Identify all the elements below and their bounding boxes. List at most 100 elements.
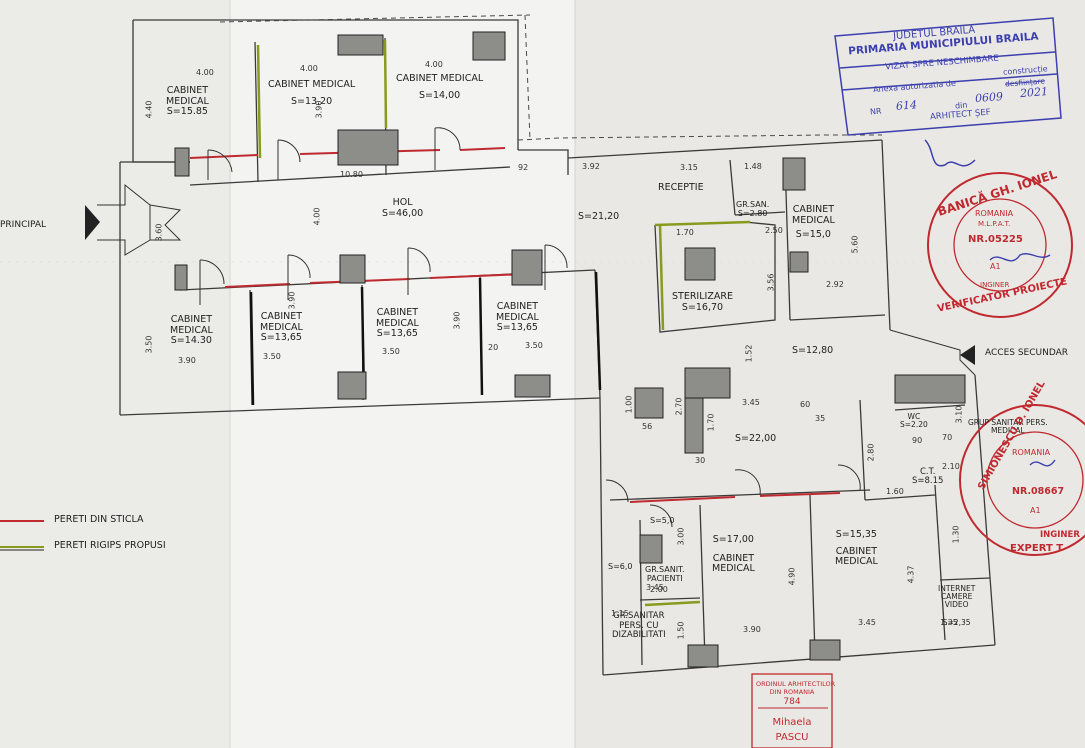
room-area: S=21,20 [578, 211, 620, 222]
room-receptie: RECEPTIE [658, 182, 704, 194]
room-name: GR.SANIT. PACIENTI [645, 565, 685, 583]
wall-right-lower [974, 374, 996, 646]
stamp-primarie-nr-label: NR [869, 106, 882, 117]
room-ct: C.T.S=8.15 [912, 468, 943, 486]
dimension-label: 3.50 [382, 347, 400, 356]
entrance-arrow [85, 205, 100, 240]
room-s1280: S=12,80 [792, 345, 834, 357]
room-name: GR.SAN. [736, 200, 770, 209]
room-receptie-area: S=21,20 [578, 211, 620, 223]
wall-bottom-right [602, 644, 996, 676]
dimension-label: 1.50 [676, 621, 686, 640]
entrance-steps [97, 183, 151, 256]
dimension-label: 3.45 [742, 398, 760, 407]
dimension-label: 3.90 [287, 291, 297, 310]
dimension-label: 2.50 [765, 226, 783, 235]
dimension-label: 1.70 [706, 413, 716, 432]
expert-stamp [959, 404, 1085, 556]
room-area: S=13,20 [290, 95, 333, 107]
stamp-arhitect-line2: DIN ROMANIA [769, 688, 815, 696]
room-gr-sanit-pacienti: GR.SANIT. PACIENTI [645, 565, 685, 583]
room-name: RECEPTIE [658, 182, 704, 193]
dimension-label: 3.10 [954, 405, 964, 424]
room-area: S=8.15 [912, 476, 944, 486]
dimension-label: 2.10 [942, 462, 960, 471]
room-area: S=2.80 [737, 209, 768, 218]
dimension-label: 3.15 [680, 163, 698, 172]
signature-verificator [989, 253, 1051, 262]
room-name: CABINET MEDICAL [496, 301, 539, 323]
room-name: CABINET MEDICAL [792, 204, 835, 226]
stamp-arhitect-last-name: PASCU [775, 732, 809, 743]
room-name: CABINET MEDICAL [268, 79, 356, 90]
room-name: CABINET MEDICAL [835, 545, 878, 567]
door-swings [199, 127, 861, 528]
stamp-expert-inginer: INGINER [1040, 530, 1080, 540]
verificator-stamp [927, 172, 1073, 318]
room-grsan: GR.SAN.S=2.80 [736, 200, 769, 218]
room-area: S=46,00 [382, 207, 424, 219]
dimension-label: 3.50 [144, 335, 154, 354]
legend-drywall-label: PERETI RIGIPS PROPUSI [54, 540, 166, 551]
wall-lower-left [599, 397, 604, 676]
room-area: S=13,65 [376, 328, 418, 339]
dimension-label: 3.45 [646, 583, 664, 592]
stamp-verificator-mlpat: M.L.P.A.T. [978, 220, 1011, 228]
room-area: S=16,70 [681, 301, 724, 313]
room-name: INTERNET CAMERE VIDEO [938, 584, 976, 609]
room-name: GRUP SANITAR PERS. MEDICAL [968, 418, 1048, 435]
room-area: S=15,35 [835, 529, 877, 540]
dimension-label: 1.70 [676, 228, 694, 237]
signature-expert [1029, 459, 1056, 467]
wall-step [518, 149, 569, 175]
drywall-walls [256, 39, 751, 607]
dimension-label: 1.00 [624, 395, 634, 414]
room-area: S=13,65 [260, 332, 302, 343]
room-area: S=5,0 [650, 516, 675, 525]
dimension-label: 4.90 [787, 567, 797, 586]
dimension-label: 3.90 [314, 100, 324, 119]
dimension-label: 5.60 [850, 235, 860, 254]
room-area: S=12,80 [792, 345, 834, 356]
room-area: S=15.85 [166, 106, 208, 117]
dimension-label: 4.37 [906, 565, 916, 584]
dimension-label: 2.80 [866, 443, 876, 462]
dimension-label: 2.70 [674, 397, 684, 416]
stamp-expert-nr: NR.08667 [1012, 486, 1065, 497]
dimension-label: 1.30 [951, 525, 961, 544]
legend-glass-label: PERETI DIN STICLA [54, 514, 144, 525]
stamp-expert-role: EXPERT T [1010, 543, 1064, 554]
room-name: HOL [392, 197, 413, 208]
dimension-label: 35 [815, 414, 826, 423]
wall-top [133, 19, 519, 150]
room-area: S=13,65 [496, 322, 538, 333]
dimension-label: 1.52 [744, 344, 754, 363]
dimension-label: 3.60 [154, 223, 164, 242]
room-name: CABINET MEDICAL [396, 73, 484, 84]
room-name: STERILIZARE [672, 291, 733, 302]
dimension-label: 3.92 [582, 162, 600, 171]
dimension-label: 70 [942, 433, 953, 442]
dimension-label: 30 [695, 456, 706, 465]
wall-bottom-left [119, 397, 601, 416]
dimension-label: 3.90 [178, 356, 196, 365]
label-acces-secundar: ACCES SECUNDAR [985, 348, 1069, 358]
stamp-primarie-din-value: 0609 [974, 89, 1004, 106]
room-area: S=17,00 [712, 534, 754, 545]
room-name: CABINET MEDICAL [712, 552, 755, 574]
room-cabinet-1320: CABINET MEDICAL S=13,20 [268, 79, 356, 107]
stamp-verificator-inginer: INGINER [980, 281, 1010, 289]
dimension-label: 3.50 [525, 341, 543, 350]
